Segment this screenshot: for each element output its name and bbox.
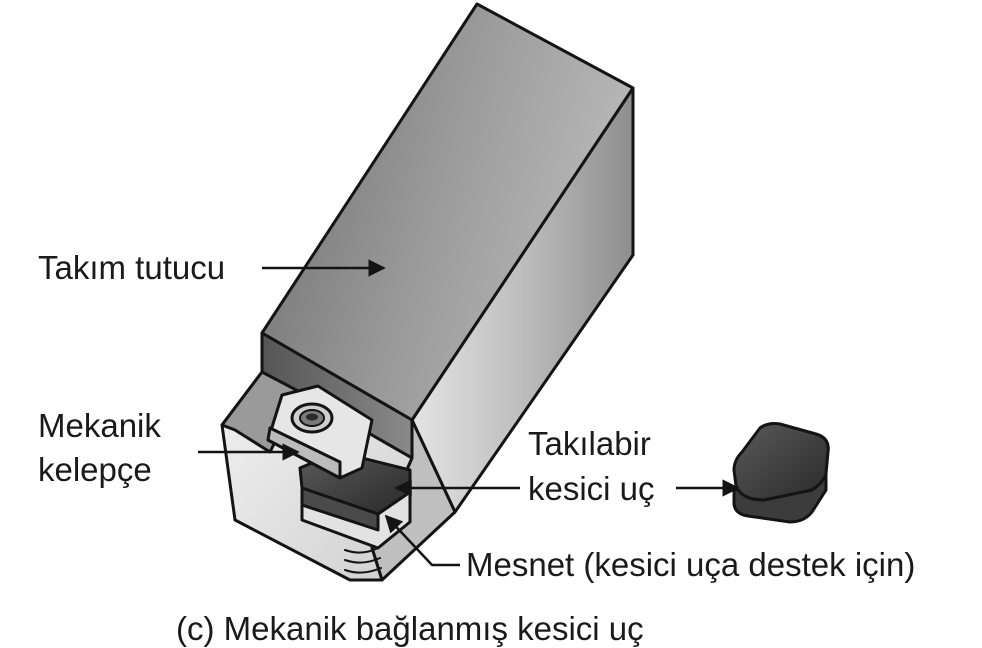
label-mechanical-clamp: Mekanik kelepçe xyxy=(38,407,300,488)
label-tool-holder: Takım tutucu xyxy=(38,249,386,286)
tool-holder xyxy=(260,2,635,514)
head-grooves xyxy=(344,547,382,574)
clamp-label-line2: kelepçe xyxy=(38,451,152,488)
mechanical-clamp xyxy=(266,384,374,480)
head-pocket xyxy=(220,370,302,454)
clamp-label-line1: Mekanik xyxy=(38,407,161,444)
seat-label: Mesnet (kesici uça destek için) xyxy=(466,546,915,583)
label-seat: Mesnet (kesici uça destek için) xyxy=(384,514,915,583)
figure-caption: (c) Mekanik bağlanmış kesici uç xyxy=(176,610,644,647)
seat-arrow xyxy=(384,514,460,567)
clamp-screw xyxy=(290,402,334,434)
tool-holder-label: Takım tutucu xyxy=(38,249,225,286)
label-indexable-insert: Takılabir kesici uç xyxy=(394,425,740,507)
insert-label-line2: kesici uç xyxy=(528,470,655,507)
insert-label-line1: Takılabir xyxy=(528,425,651,462)
loose-insert xyxy=(732,422,830,524)
